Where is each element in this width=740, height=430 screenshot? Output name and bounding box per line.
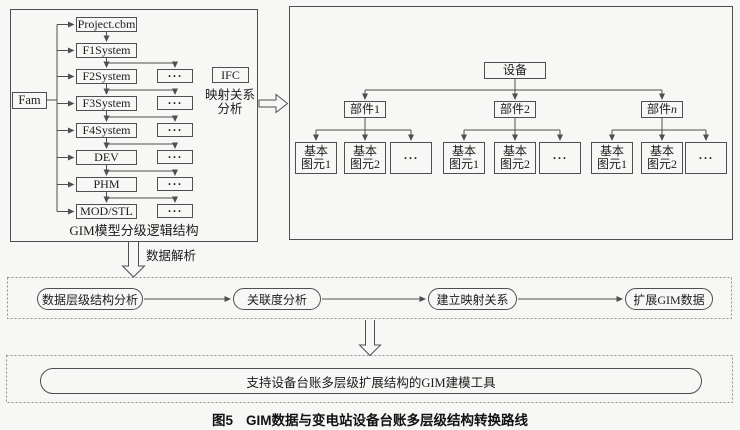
data-parse-arrow	[121, 242, 146, 278]
flow-down-arrow	[358, 320, 382, 357]
ellipsis-node: ···	[157, 150, 193, 164]
tree-node-project-cbm: Project.cbm	[76, 17, 137, 32]
step-build-mapping: 建立映射关系	[428, 288, 517, 310]
primitive-2-node: 基本 图元2	[494, 142, 536, 174]
data-parse-label: 数据解析	[146, 249, 197, 263]
ellipsis-node: ···	[157, 123, 193, 137]
ellipsis-node: ···	[685, 142, 727, 174]
ellipsis-node: ···	[157, 96, 193, 110]
gim-modeling-tool-box: 支持设备台账多层级扩展结构的GIM建模工具	[40, 368, 702, 394]
primitive-2-node: 基本 图元2	[344, 142, 386, 174]
equipment-root-node: 设备	[484, 62, 546, 79]
primitive-1-node: 基本 图元1	[295, 142, 337, 174]
mapping-text-line1: 映射关系	[204, 88, 255, 102]
figure-number: 图5	[211, 413, 233, 428]
ellipsis-node: ···	[157, 177, 193, 191]
equipment-panel	[289, 6, 733, 240]
tree-node-f4system: F4System	[76, 123, 137, 138]
mapping-arrow	[258, 93, 289, 114]
primitive-1-node: 基本 图元1	[443, 142, 485, 174]
ifc-node: IFC	[212, 67, 249, 83]
tree-node-phm: PHM	[76, 177, 137, 192]
left-panel-caption: GIM模型分级逻辑结构	[69, 223, 199, 238]
gim-model-panel	[10, 9, 258, 242]
fam-node: Fam	[12, 92, 47, 109]
ellipsis-node: ···	[539, 142, 581, 174]
tree-node-dev: DEV	[76, 150, 137, 165]
primitive-2-node: 基本 图元2	[641, 142, 683, 174]
ellipsis-node: ···	[157, 69, 193, 83]
tree-node-f2system: F2System	[76, 69, 137, 84]
figure-caption: 图5 GIM数据与变电站设备台账多层级结构转换路线	[0, 409, 740, 429]
tree-node-f3system: F3System	[76, 96, 137, 111]
figure-title: GIM数据与变电站设备台账多层级结构转换路线	[246, 413, 528, 428]
tree-node-f1system: F1System	[76, 43, 137, 58]
step-extend-gim-data: 扩展GIM数据	[625, 288, 713, 310]
mapping-text-line2: 分析	[217, 102, 243, 116]
step-data-hierarchy-analysis: 数据层级结构分析	[37, 288, 143, 310]
ellipsis-node: ···	[157, 204, 193, 218]
tree-node-mod-stl: MOD/STL	[76, 204, 137, 219]
ellipsis-node: ···	[390, 142, 432, 174]
step-correlation-analysis: 关联度分析	[233, 288, 321, 310]
primitive-1-node: 基本 图元1	[591, 142, 633, 174]
